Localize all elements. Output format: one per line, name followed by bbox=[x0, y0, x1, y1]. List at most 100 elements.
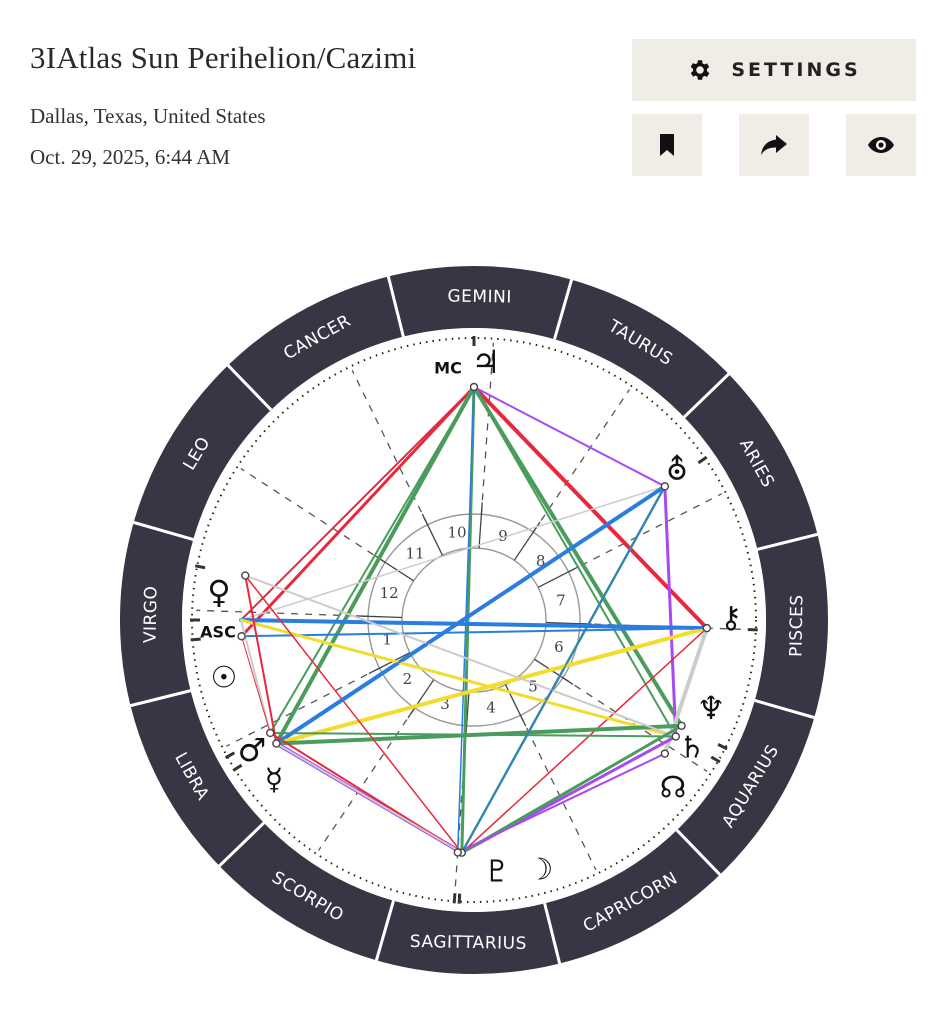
sign-divider bbox=[225, 362, 273, 411]
house-cusp-line bbox=[351, 369, 429, 526]
mars-glyph-icon[interactable]: ♂ bbox=[238, 731, 267, 769]
aspect-line bbox=[456, 752, 666, 854]
house-tick bbox=[356, 615, 403, 619]
aspect-line bbox=[240, 485, 666, 621]
north-node-glyph-icon[interactable]: ☊ bbox=[660, 771, 687, 806]
settings-button[interactable]: SETTINGS bbox=[632, 39, 916, 101]
planet-anchor-dot bbox=[272, 739, 281, 748]
chiron-glyph-icon[interactable]: ⚷ bbox=[720, 601, 742, 636]
jupiter-glyph-icon[interactable]: ♃ bbox=[472, 343, 501, 381]
house-tick bbox=[374, 555, 414, 582]
venus-glyph-icon[interactable]: ♀ bbox=[207, 573, 230, 611]
saturn-glyph-icon[interactable]: ♄ bbox=[679, 731, 706, 766]
house-number-10: 10 bbox=[447, 524, 466, 542]
sign-divider bbox=[374, 900, 395, 963]
sign-divider bbox=[131, 520, 194, 541]
house-ring-outer bbox=[367, 513, 581, 727]
moon-glyph-icon[interactable]: ☽ bbox=[527, 853, 554, 888]
house-cusp-line bbox=[568, 493, 722, 573]
house-tick bbox=[545, 621, 592, 625]
house-tick bbox=[534, 658, 574, 685]
sun-glyph-icon[interactable]: ☉ bbox=[211, 661, 238, 696]
planet-degree-tick bbox=[190, 637, 201, 642]
house-cusp-line bbox=[318, 707, 416, 851]
mercury-glyph-icon[interactable]: ☿ bbox=[265, 763, 283, 798]
aspect-line bbox=[473, 386, 677, 738]
aspect-line bbox=[472, 385, 684, 728]
house-number-11: 11 bbox=[405, 544, 424, 562]
planet-degree-tick bbox=[697, 455, 708, 465]
aspect-line bbox=[241, 635, 271, 734]
pluto-glyph-icon[interactable]: ♇ bbox=[484, 855, 511, 890]
sign-label-virgo: VIRGO bbox=[141, 585, 162, 643]
chart-location: Dallas, Texas, United States bbox=[30, 104, 266, 128]
sign-label-pisces: PISCES bbox=[786, 594, 807, 657]
planet-anchor-dot bbox=[660, 749, 670, 758]
planet-anchor-dot bbox=[266, 728, 275, 738]
planet-anchor-dot bbox=[660, 482, 670, 491]
sign-label-sagittarius: SAGITTARIUS bbox=[410, 932, 527, 954]
planet-degree-tick bbox=[452, 893, 457, 904]
aspect-line bbox=[244, 574, 677, 738]
sign-divider bbox=[756, 532, 820, 551]
aspect-line bbox=[239, 618, 709, 631]
aspect-line bbox=[269, 731, 677, 738]
natal-chart-wheel: ARIESTAURUSGEMINICANCERLEOVIRGOLIBRASCOR… bbox=[120, 266, 828, 974]
neptune-glyph-icon[interactable]: ♆ bbox=[697, 689, 726, 727]
gear-icon bbox=[691, 60, 710, 80]
mc-label: MC bbox=[434, 359, 462, 378]
aspect-line bbox=[275, 742, 463, 854]
planet-degree-tick bbox=[717, 743, 728, 751]
house-number-6: 6 bbox=[554, 638, 564, 656]
aspect-line bbox=[240, 627, 708, 638]
house-tick bbox=[513, 521, 541, 561]
planet-anchor-dot bbox=[702, 623, 712, 633]
house-tick bbox=[368, 652, 411, 675]
bookmark-icon bbox=[660, 134, 674, 156]
eye-icon bbox=[868, 137, 894, 153]
house-cusp-line bbox=[519, 714, 597, 871]
house-cusp-line bbox=[480, 342, 495, 515]
aspect-line bbox=[240, 619, 272, 734]
planet-anchor-dot bbox=[671, 732, 680, 741]
aspect-line bbox=[461, 627, 708, 854]
aspect-line bbox=[461, 485, 666, 854]
house-number-4: 4 bbox=[486, 698, 496, 716]
bookmark-button[interactable] bbox=[632, 114, 702, 176]
share-icon bbox=[761, 135, 787, 155]
sign-label-gemini: GEMINI bbox=[447, 286, 512, 307]
planet-degree-tick bbox=[457, 893, 462, 904]
planet-anchor-dot bbox=[237, 632, 246, 641]
aspect-line bbox=[473, 386, 666, 488]
house-number-9: 9 bbox=[498, 527, 508, 545]
aspect-line bbox=[269, 386, 475, 734]
aspect-line bbox=[663, 484, 678, 738]
sign-divider bbox=[553, 277, 574, 340]
degree-dots-ring bbox=[191, 337, 757, 903]
house-tick bbox=[407, 679, 435, 719]
aspect-line bbox=[460, 724, 684, 855]
house-number-8: 8 bbox=[536, 552, 546, 570]
zodiac-band bbox=[120, 266, 828, 974]
planet-anchor-dot bbox=[453, 848, 462, 857]
aspect-line bbox=[244, 574, 278, 745]
house-cusp-line bbox=[226, 667, 380, 747]
planet-degree-tick bbox=[224, 751, 236, 759]
house-number-7: 7 bbox=[556, 592, 566, 610]
sign-divider bbox=[543, 902, 562, 966]
house-number-12: 12 bbox=[380, 584, 399, 602]
chart-datetime: Oct. 29, 2025, 6:44 AM bbox=[30, 145, 231, 169]
aspect-line bbox=[240, 385, 476, 638]
planet-anchor-dot bbox=[241, 571, 250, 580]
house-tick bbox=[478, 502, 483, 549]
sign-divider bbox=[754, 699, 817, 720]
aspect-line bbox=[274, 385, 476, 746]
sign-divider bbox=[683, 371, 732, 419]
view-button[interactable] bbox=[846, 114, 916, 176]
uranus-glyph-icon[interactable]: ⛢ bbox=[666, 453, 688, 488]
house-number-5: 5 bbox=[528, 678, 538, 696]
aspect-line bbox=[240, 386, 475, 621]
planet-degree-tick bbox=[710, 755, 721, 764]
aspect-line bbox=[244, 574, 463, 854]
share-button[interactable] bbox=[739, 114, 809, 176]
